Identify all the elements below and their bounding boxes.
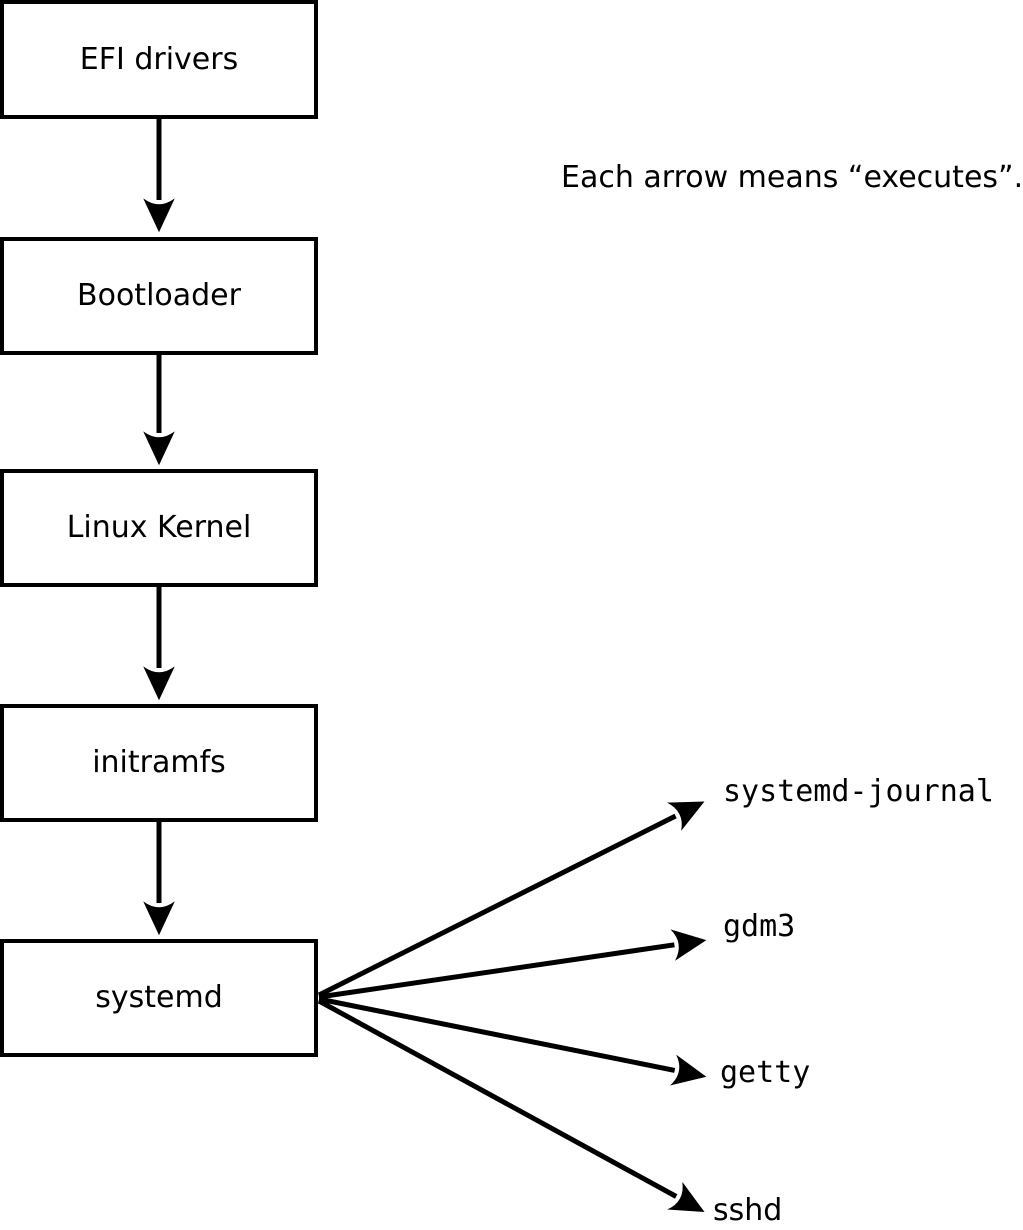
node-linux-kernel: Linux Kernel [0, 469, 318, 587]
arrow-systemd-to-sshd [317, 998, 705, 1213]
process-label-gdm3: gdm3 [723, 909, 796, 944]
arrow-systemd-to-gdm3 [318, 929, 707, 1000]
node-label: initramfs [92, 745, 226, 780]
legend-note: Each arrow means “executes”. [561, 160, 1023, 195]
node-label: systemd [95, 980, 223, 1015]
process-label-getty: getty [720, 1055, 811, 1090]
node-label: EFI drivers [79, 41, 239, 77]
process-label-sshd: sshd [713, 1193, 783, 1228]
arrow-systemd-to-getty [318, 996, 707, 1086]
node-systemd: systemd [0, 939, 318, 1057]
arrow-systemd-to-systemd-journal [317, 801, 705, 998]
node-efi-drivers: EFI drivers [0, 0, 318, 119]
node-bootloader: Bootloader [0, 237, 318, 355]
node-initramfs: initramfs [0, 704, 318, 822]
process-label-systemd-journal: systemd-journal [723, 774, 994, 809]
node-label: Linux Kernel [66, 510, 252, 545]
node-label: Bootloader [77, 278, 241, 313]
